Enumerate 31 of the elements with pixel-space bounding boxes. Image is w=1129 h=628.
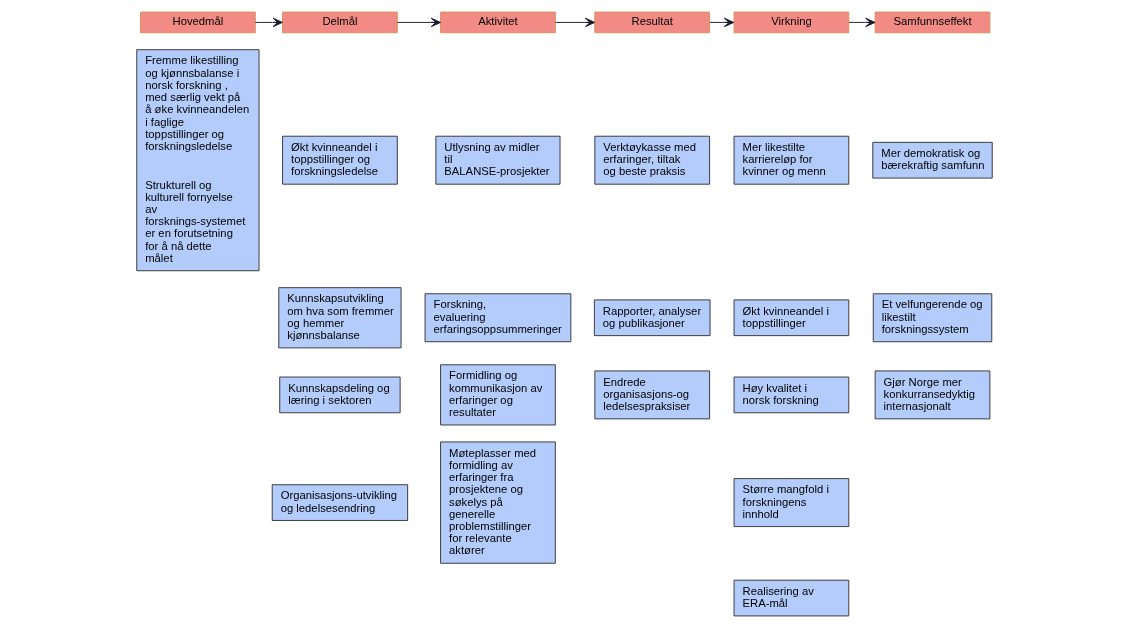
node-box: Virkning [733, 11, 850, 34]
node-box: Kunnskapsdeling og læring i sektoren [279, 376, 401, 414]
node-box: Hovedmål [140, 11, 256, 34]
node-box: Gjør Norge mer konkurransedyktig internasjonalt [874, 370, 991, 420]
node-box: Aktivitet [440, 11, 556, 34]
node-box: Kunnskapsutvikling om hva som fremmer og hemmer kjønnsbalanse [278, 287, 402, 349]
node-box: Utlysning av midler til BALANSE-prosjekter [435, 135, 561, 185]
node-box: Forskning, evaluering erfaringsoppsummeringer [424, 293, 572, 343]
arrow [555, 17, 596, 28]
node-box: Et velfungerende og likestilt forskningssystem [872, 293, 993, 343]
arrow [709, 17, 735, 28]
node-box: Organisasjons-utvikling og ledelsesendring [271, 484, 409, 521]
node-box: Samfunnseffekt [874, 11, 991, 34]
node-box: Delmål [282, 11, 398, 34]
node-box: Mer demokratisk og bærekraftig samfunn [872, 141, 993, 179]
node-box: Formidling og kommunikasjon av erfaringer og resultater [440, 364, 556, 426]
node-box: Verktøykasse med erfaringer, tiltak og beste praksis [594, 135, 711, 185]
node-box: Økt kvinneandel i toppstillinger [733, 299, 850, 337]
node-box: Realisering av ERA-mål [733, 579, 850, 617]
node-box: Økt kvinneandel i toppstillinger og forskningsledelse [282, 135, 398, 185]
arrow [254, 17, 283, 28]
node-box: Større mangfold i forskningens innhold [733, 478, 850, 528]
node-box: Endrede organisasjons-og ledelsespraksiser [594, 370, 711, 420]
node-box: Resultat [594, 11, 711, 34]
node-box: Fremme likestilling og kjønnsbalanse i norsk forskning , med særlig vekt på å øke kvinneandelen i faglige toppstillinger og forskningsledelse Strukturell og kulturell fornyelse av forsknings-systemet er en forutsetning for å nå dette målet [136, 49, 260, 272]
node-box: Møteplasser med formidling av erfaringer fra prosjektene og søkelys på generelle problemstillinger for relevante aktører [440, 441, 556, 564]
node-box: Rapporter, analyser og publikasjoner [593, 299, 711, 337]
node-box: Mer likestilte karriereløp for kvinner og menn [733, 135, 850, 185]
arrow [396, 17, 442, 28]
node-box: Høy kvalitet i norsk forskning [733, 376, 850, 414]
arrow [848, 17, 876, 28]
